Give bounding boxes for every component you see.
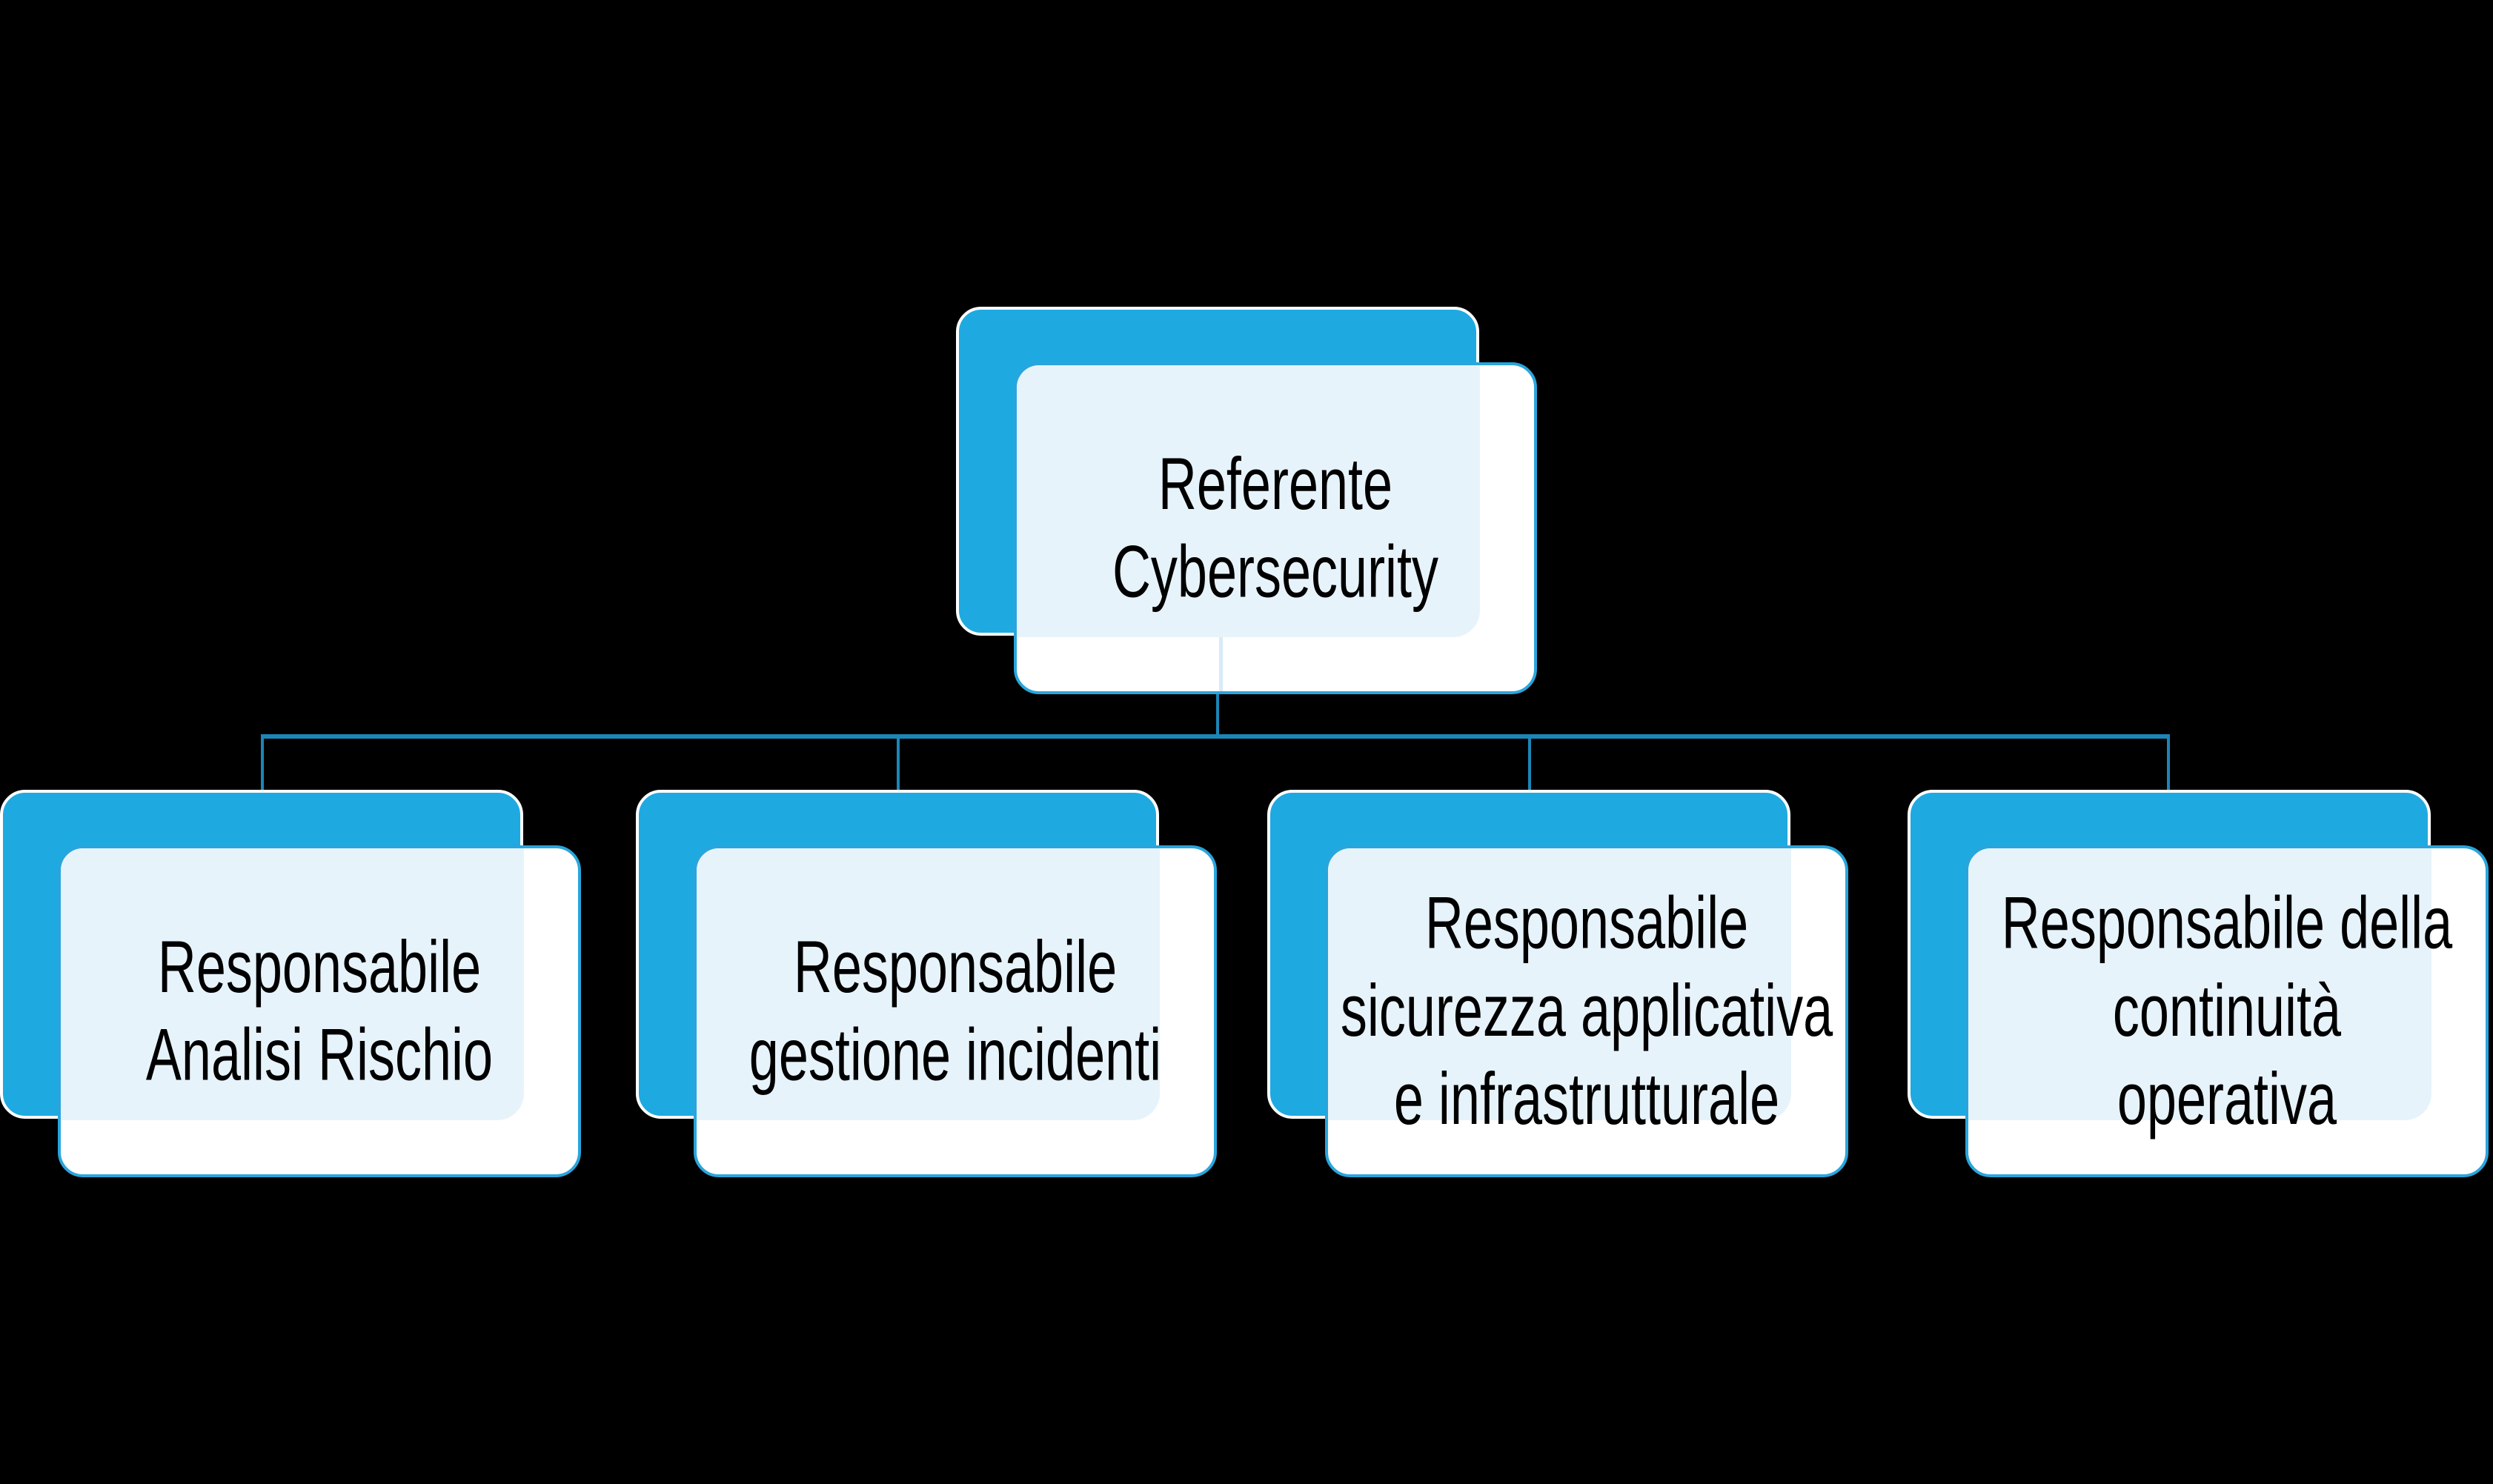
- node-child-3-tint: [1328, 848, 1791, 1121]
- node-child-4-label: Responsabile della continuità operativa: [2001, 882, 2453, 1140]
- connector-drop-1: [261, 739, 264, 791]
- node-child-3-panel: Responsabile sicurezza applicativa e inf…: [1325, 845, 1848, 1177]
- connector-drop-2: [897, 739, 900, 791]
- node-child-1-label: Responsabile Analisi Rischio: [145, 926, 494, 1097]
- node-child-3-label: Responsabile sicurezza applicativa e inf…: [1340, 882, 1833, 1140]
- connector-drop-4: [2167, 739, 2170, 791]
- node-root-panel: Referente Cybersecurity: [1014, 362, 1537, 694]
- node-child-1-tint: [61, 848, 524, 1121]
- node-child-2-panel: Responsabile gestione incidenti: [694, 845, 1217, 1177]
- node-root-connector-showthrough: [1219, 637, 1223, 691]
- node-root-tint: [1017, 365, 1480, 638]
- node-root-label: Referente Cybersecurity: [1112, 443, 1439, 613]
- connector-bus: [261, 734, 2170, 739]
- node-child-2-tint: [697, 848, 1160, 1121]
- node-child-2-label: Responsabile gestione incidenti: [748, 926, 1162, 1097]
- node-child-4-tint: [1968, 848, 2431, 1121]
- connector-drop-3: [1528, 739, 1531, 791]
- node-child-4-panel: Responsabile della continuità operativa: [1965, 845, 2489, 1177]
- connector-root-stub: [1216, 694, 1219, 736]
- node-child-1-panel: Responsabile Analisi Rischio: [58, 845, 581, 1177]
